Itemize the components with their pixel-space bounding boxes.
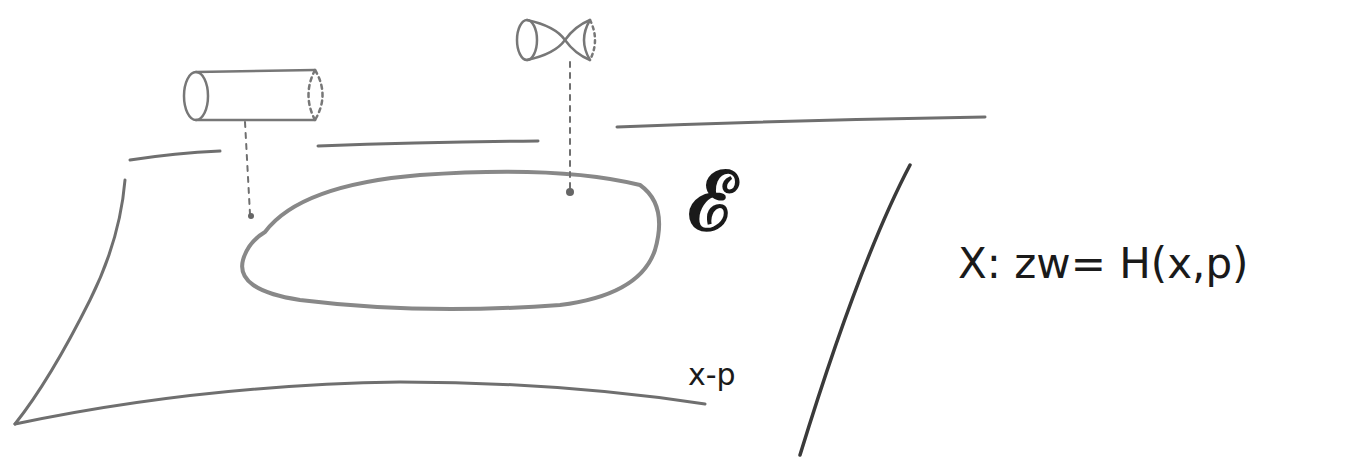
equation-label: X: zw= H(x,p) (958, 243, 1248, 285)
pinched-cylinder-figure (517, 20, 595, 60)
plane-edge (318, 141, 538, 146)
point-marker (566, 188, 574, 196)
closed-curve (242, 172, 659, 309)
plane-edge (15, 180, 125, 424)
plane-edge (15, 382, 705, 424)
divider-stroke (800, 165, 910, 455)
plane-label: x-p (688, 360, 736, 390)
dotted-leader (569, 62, 571, 188)
curve-label: ℰ (688, 160, 737, 242)
cylinder-figure (184, 70, 323, 120)
dotted-leader (245, 122, 250, 214)
plane-edge (130, 151, 220, 160)
point-marker (248, 213, 254, 219)
plane-edge (617, 117, 985, 127)
